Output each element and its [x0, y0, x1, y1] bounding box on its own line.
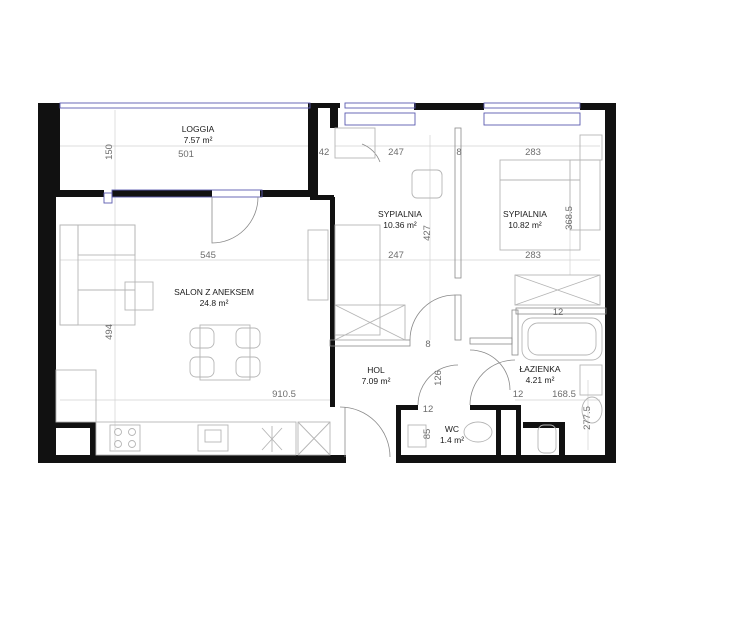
dim-wall-8b: 8 — [425, 339, 430, 350]
room-name-lazienka: ŁAZIENKA — [519, 364, 560, 374]
doors — [211, 143, 516, 458]
dim-salon-width: 545 — [200, 250, 216, 261]
dimension-lines — [60, 110, 600, 450]
room-labels: LOGGIA 7.57 m² SALON Z ANEKSEM 24.8 m² S… — [174, 124, 561, 445]
dim-salon-height: 494 — [104, 324, 115, 340]
room-area-hol: 7.09 m² — [362, 376, 391, 386]
dim-loggia-width: 501 — [178, 149, 194, 160]
windows — [59, 102, 581, 204]
dim-wall-42: 42 — [319, 147, 330, 158]
dim-bed1-bottom: 247 — [388, 250, 404, 261]
room-area-wc: 1.4 m² — [440, 435, 464, 445]
room-name-salon: SALON Z ANEKSEM — [174, 287, 254, 297]
dim-bed2-bottom: 283 — [525, 250, 541, 261]
room-name-hol: HOL — [367, 365, 385, 375]
dim-bed1-height: 427 — [422, 225, 433, 241]
room-name-wc: WC — [445, 424, 459, 434]
dim-hol-126: 126 — [433, 370, 444, 386]
dimension-labels: 150 501 42 247 8 283 427 368.5 545 247 2… — [104, 144, 593, 439]
dim-wall-8a: 8 — [456, 147, 461, 158]
dim-lazienka-width: 168.5 — [552, 389, 576, 400]
dim-wall-12a: 12 — [553, 307, 564, 318]
dim-bed2-height: 368.5 — [564, 206, 575, 230]
dim-bed2-top: 283 — [525, 147, 541, 158]
room-name-loggia: LOGGIA — [182, 124, 215, 134]
room-area-lazienka: 4.21 m² — [526, 375, 555, 385]
dim-wall-12c: 12 — [513, 389, 524, 400]
dim-loggia-height: 150 — [104, 144, 115, 160]
dim-wc-85: 85 — [422, 429, 433, 440]
furniture — [55, 127, 603, 456]
room-name-sypialnia-2: SYPIALNIA — [503, 209, 547, 219]
room-area-loggia: 7.57 m² — [184, 135, 213, 145]
room-area-salon: 24.8 m² — [200, 298, 229, 308]
partitions — [329, 127, 607, 356]
dim-wall-12b: 12 — [423, 404, 434, 415]
room-name-sypialnia-1: SYPIALNIA — [378, 209, 422, 219]
dim-bed1-top: 247 — [388, 147, 404, 158]
dim-total-width: 910.5 — [272, 389, 296, 400]
room-area-sypialnia-1: 10.36 m² — [383, 220, 417, 230]
walls — [38, 103, 616, 463]
dim-lazienka-height: 277.5 — [582, 406, 593, 430]
room-area-sypialnia-2: 10.82 m² — [508, 220, 542, 230]
